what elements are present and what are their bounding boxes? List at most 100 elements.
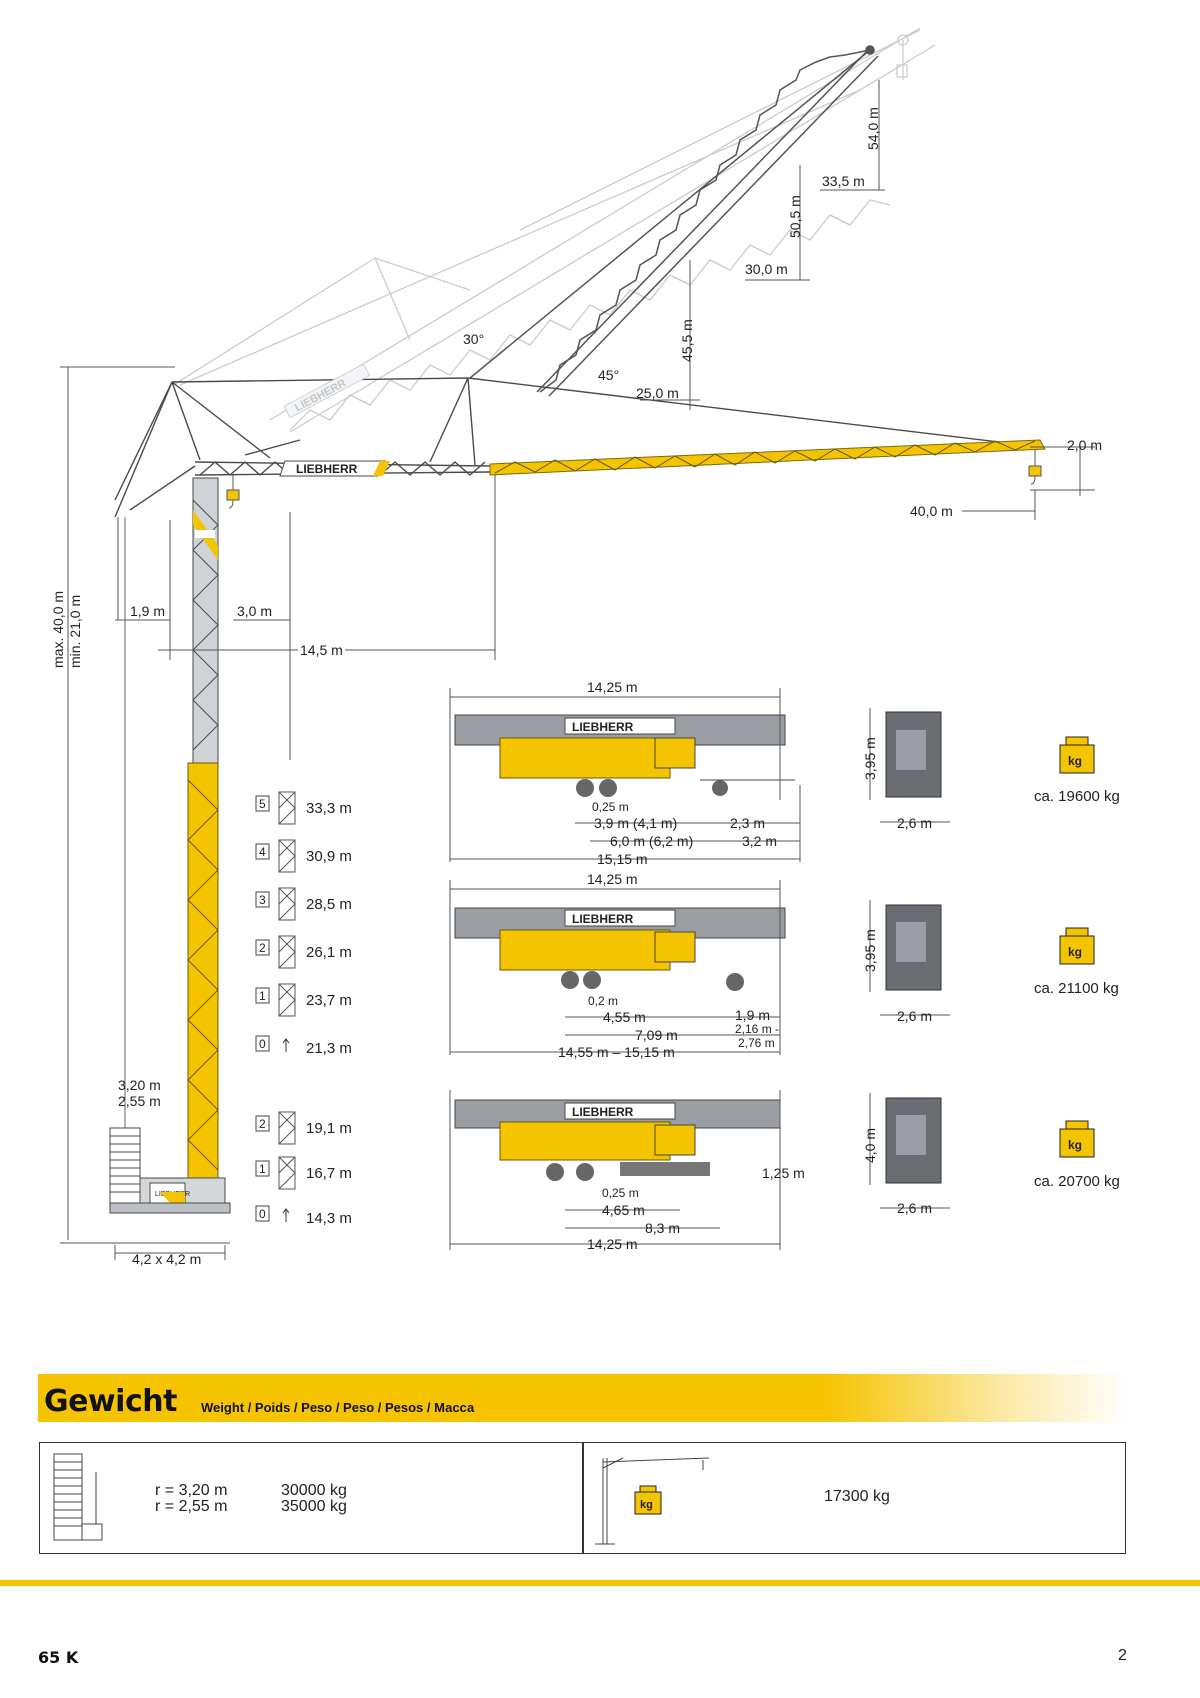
crane-weight-icon: kg <box>595 1457 710 1545</box>
svg-text:kg: kg <box>640 1499 653 1511</box>
upper-section-box-5 <box>255 1035 270 1052</box>
svg-text:14,25 m: 14,25 m <box>587 1236 638 1252</box>
svg-text:8,3 m: 8,3 m <box>645 1220 680 1236</box>
crane-weight-value: 17300 kg <box>824 1488 890 1505</box>
lower-section-box-2 <box>255 1205 270 1222</box>
svg-text:ca. 20700 kg: ca. 20700 kg <box>1034 1173 1120 1190</box>
svg-text:3,0 m: 3,0 m <box>237 603 272 619</box>
svg-text:max. 40,0 m: max. 40,0 m <box>50 591 66 668</box>
jib-yellow-lattice <box>494 440 1036 474</box>
lower-section-box-0 <box>255 1115 270 1132</box>
svg-text:33,5 m: 33,5 m <box>822 173 865 189</box>
svg-text:0,25 m: 0,25 m <box>592 800 629 814</box>
svg-text:14,25 m: 14,25 m <box>587 679 638 695</box>
svg-text:2,3 m: 2,3 m <box>730 815 765 831</box>
svg-text:3,95 m: 3,95 m <box>862 737 878 780</box>
upper-section-box-4 <box>255 987 270 1004</box>
svg-text:1,9 m: 1,9 m <box>735 1007 770 1023</box>
upper-section-number-0: 5 <box>259 797 266 811</box>
lower-section-number-1: 1 <box>259 1162 266 1176</box>
upper-tower-segment-icon-1 <box>278 839 296 873</box>
svg-text:2,6 m: 2,6 m <box>897 1008 932 1024</box>
svg-text:2,6 m: 2,6 m <box>897 1200 932 1216</box>
jib-yellow-section <box>489 439 1046 476</box>
hook-inner <box>226 475 240 509</box>
hook-tip <box>1028 449 1042 485</box>
lower-section-number-2: 0 <box>259 1207 266 1221</box>
upper-section-number-2: 3 <box>259 893 266 907</box>
transport-config-1-front <box>885 711 942 798</box>
svg-text:45,5 m: 45,5 m <box>679 319 695 362</box>
svg-text:kg: kg <box>1068 754 1082 768</box>
svg-text:4,55 m: 4,55 m <box>603 1009 646 1025</box>
ballast-radius-1: r = 3,20 m <box>155 1482 228 1499</box>
svg-text:7,09 m: 7,09 m <box>635 1027 678 1043</box>
upper-section-number-1: 4 <box>259 845 266 859</box>
jib-brand-logo: LIEBHERR <box>279 460 390 477</box>
svg-text:0,2 m: 0,2 m <box>588 994 618 1008</box>
upper-section-number-3: 2 <box>259 941 266 955</box>
svg-text:3,95 m: 3,95 m <box>862 929 878 972</box>
svg-text:LIEBHERR: LIEBHERR <box>572 912 634 926</box>
upper-tower-segment-icon-0 <box>278 791 296 825</box>
transport-config-3: LIEBHERR <box>454 1099 781 1181</box>
svg-text:14,55 m – 15,15 m: 14,55 m – 15,15 m <box>558 1044 675 1060</box>
upper-section-box-3 <box>255 939 270 956</box>
upper-section-box-1 <box>255 843 270 860</box>
svg-text:min. 21,0 m: min. 21,0 m <box>67 595 83 668</box>
svg-text:kg: kg <box>1068 945 1082 959</box>
weight-kg-icon-2: kg <box>1059 927 1095 965</box>
svg-text:25,0 m: 25,0 m <box>636 385 679 401</box>
tower: LIEBHERR <box>109 477 231 1214</box>
svg-text:LIEBHERR: LIEBHERR <box>293 377 348 414</box>
svg-text:50,5 m: 50,5 m <box>787 195 803 238</box>
svg-text:4,65 m: 4,65 m <box>602 1202 645 1218</box>
tower-height-list-lower: 2 19,1 m 1 16,7 m 0 14,3 m <box>255 1111 352 1227</box>
svg-text:2,55 m: 2,55 m <box>118 1093 161 1109</box>
svg-text:1,9 m: 1,9 m <box>130 603 165 619</box>
transport-config-2: LIEBHERR <box>454 907 786 991</box>
ballast-radius-2: r = 2,55 m <box>155 1498 228 1515</box>
upper-height-label-2: 28,5 m <box>306 896 352 913</box>
svg-text:45°: 45° <box>598 367 619 383</box>
svg-text:54,0 m: 54,0 m <box>865 107 881 150</box>
footer-rule <box>0 1580 1200 1586</box>
weight-table-divider <box>582 1442 584 1554</box>
svg-text:LIEBHERR: LIEBHERR <box>296 462 358 476</box>
svg-text:ca. 21100 kg: ca. 21100 kg <box>1034 980 1119 997</box>
weight-subtitle: Weight / Poids / Peso / Peso / Pesos / М… <box>201 1400 475 1415</box>
luffed-jib-45 <box>469 45 879 397</box>
svg-text:2,16 m -: 2,16 m - <box>735 1022 779 1036</box>
lower-section-box-1 <box>255 1160 270 1177</box>
footer-model: 65 K <box>38 1648 79 1667</box>
svg-text:3,2 m: 3,2 m <box>742 833 777 849</box>
lower-height-label-1: 16,7 m <box>306 1165 352 1182</box>
upper-tower-segment-icon-3 <box>278 935 296 969</box>
svg-text:6,0 m (6,2 m): 6,0 m (6,2 m) <box>610 833 693 849</box>
lower-height-label-2: 14,3 m <box>306 1210 352 1227</box>
upper-height-label-3: 26,1 m <box>306 944 352 961</box>
svg-text:30,0 m: 30,0 m <box>745 261 788 277</box>
page-number: 2 <box>1118 1647 1127 1664</box>
svg-text:40,0 m: 40,0 m <box>910 503 953 519</box>
transport-config-1: LIEBHERR <box>454 714 795 797</box>
ballast-stack-icon <box>53 1453 103 1541</box>
upper-tower-segment-icon-2 <box>278 887 296 921</box>
svg-text:LIEBHERR: LIEBHERR <box>572 720 634 734</box>
upper-section-number-4: 1 <box>259 989 266 1003</box>
upper-height-label-5: 21,3 m <box>306 1040 352 1057</box>
lower-section-number-0: 2 <box>259 1117 266 1131</box>
svg-text:15,15 m: 15,15 m <box>597 851 648 867</box>
weight-kg-icon-1: kg <box>1059 736 1095 774</box>
upper-section-number-5: 0 <box>259 1037 266 1051</box>
lower-height-label-0: 19,1 m <box>306 1120 352 1137</box>
upper-section-box-2 <box>255 891 270 908</box>
upper-height-label-0: 33,3 m <box>306 800 352 817</box>
transport-config-3-front <box>885 1097 942 1184</box>
lower-tower-segment-icon-0 <box>278 1111 296 1145</box>
upper-tower-segment-icon-4 <box>278 983 296 1017</box>
svg-text:3,9 m (4,1 m): 3,9 m (4,1 m) <box>594 815 677 831</box>
transport-config-2-front <box>885 904 942 991</box>
svg-text:4,2 x 4,2 m: 4,2 x 4,2 m <box>132 1251 201 1267</box>
